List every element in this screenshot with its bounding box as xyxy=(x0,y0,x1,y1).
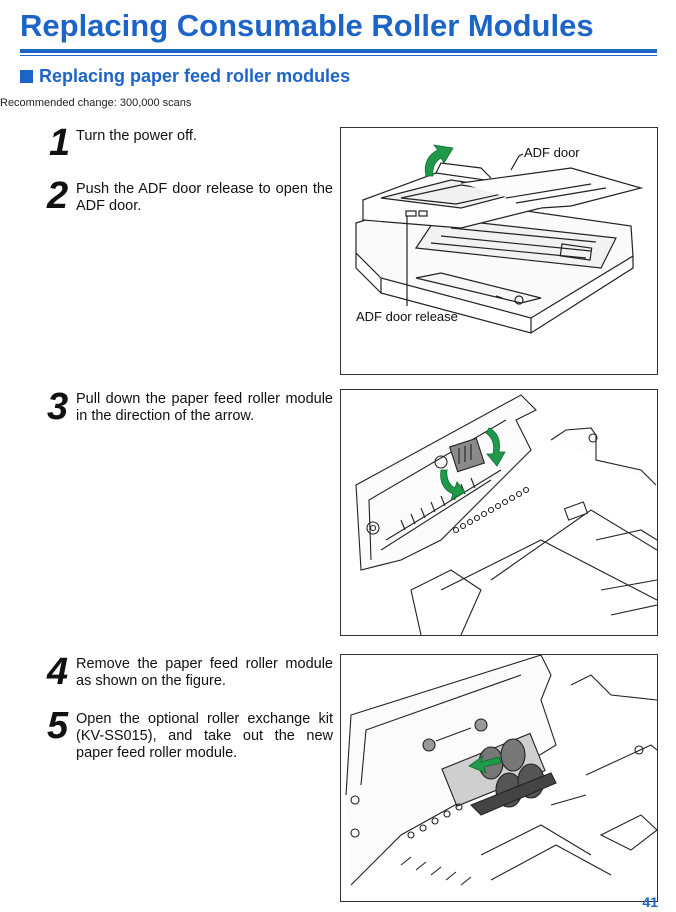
title-rule-thin xyxy=(20,55,657,56)
step-3-text: Pull down the paper feed roller module i… xyxy=(76,391,333,424)
pull-arrow-right-icon xyxy=(485,427,506,467)
label-adf-door-release: ADF door release xyxy=(356,309,458,324)
step-3-number: 3 xyxy=(47,386,69,428)
step-2-text: Push the ADF door release to open the AD… xyxy=(76,181,333,214)
step-2-number: 2 xyxy=(47,175,69,217)
figure-pull-roller xyxy=(340,389,658,636)
step-1-number: 1 xyxy=(49,122,71,164)
page-number: 41 xyxy=(642,894,658,910)
open-adf-illustration xyxy=(355,394,657,635)
section-heading: Replacing paper feed roller modules xyxy=(20,66,350,87)
scanner-illustration: ADF door ADF door release xyxy=(355,144,644,334)
remove-roller-illustration xyxy=(345,655,657,886)
recommended-change-note: Recommended change: 300,000 scans xyxy=(0,97,192,109)
step-5-number: 5 xyxy=(47,705,69,747)
figure-remove-roller xyxy=(340,654,658,902)
section-title-text: Replacing paper feed roller modules xyxy=(39,66,351,86)
step-1-text: Turn the power off. xyxy=(76,128,197,144)
title-rule xyxy=(20,49,657,53)
square-bullet-icon xyxy=(20,70,33,83)
remove-arrow-icon xyxy=(468,754,502,774)
open-arrow-icon xyxy=(424,144,454,177)
step-4-text: Remove the paper feed roller module as s… xyxy=(76,656,333,689)
step-5-text: Open the optional roller exchange kit (K… xyxy=(76,711,333,761)
label-adf-door: ADF door xyxy=(524,145,580,160)
page-title: Replacing Consumable Roller Modules xyxy=(20,8,594,43)
pull-arrow-left-icon xyxy=(440,469,466,501)
figure-adf-door: ADF door ADF door release xyxy=(340,127,658,375)
step-4-number: 4 xyxy=(47,651,69,693)
